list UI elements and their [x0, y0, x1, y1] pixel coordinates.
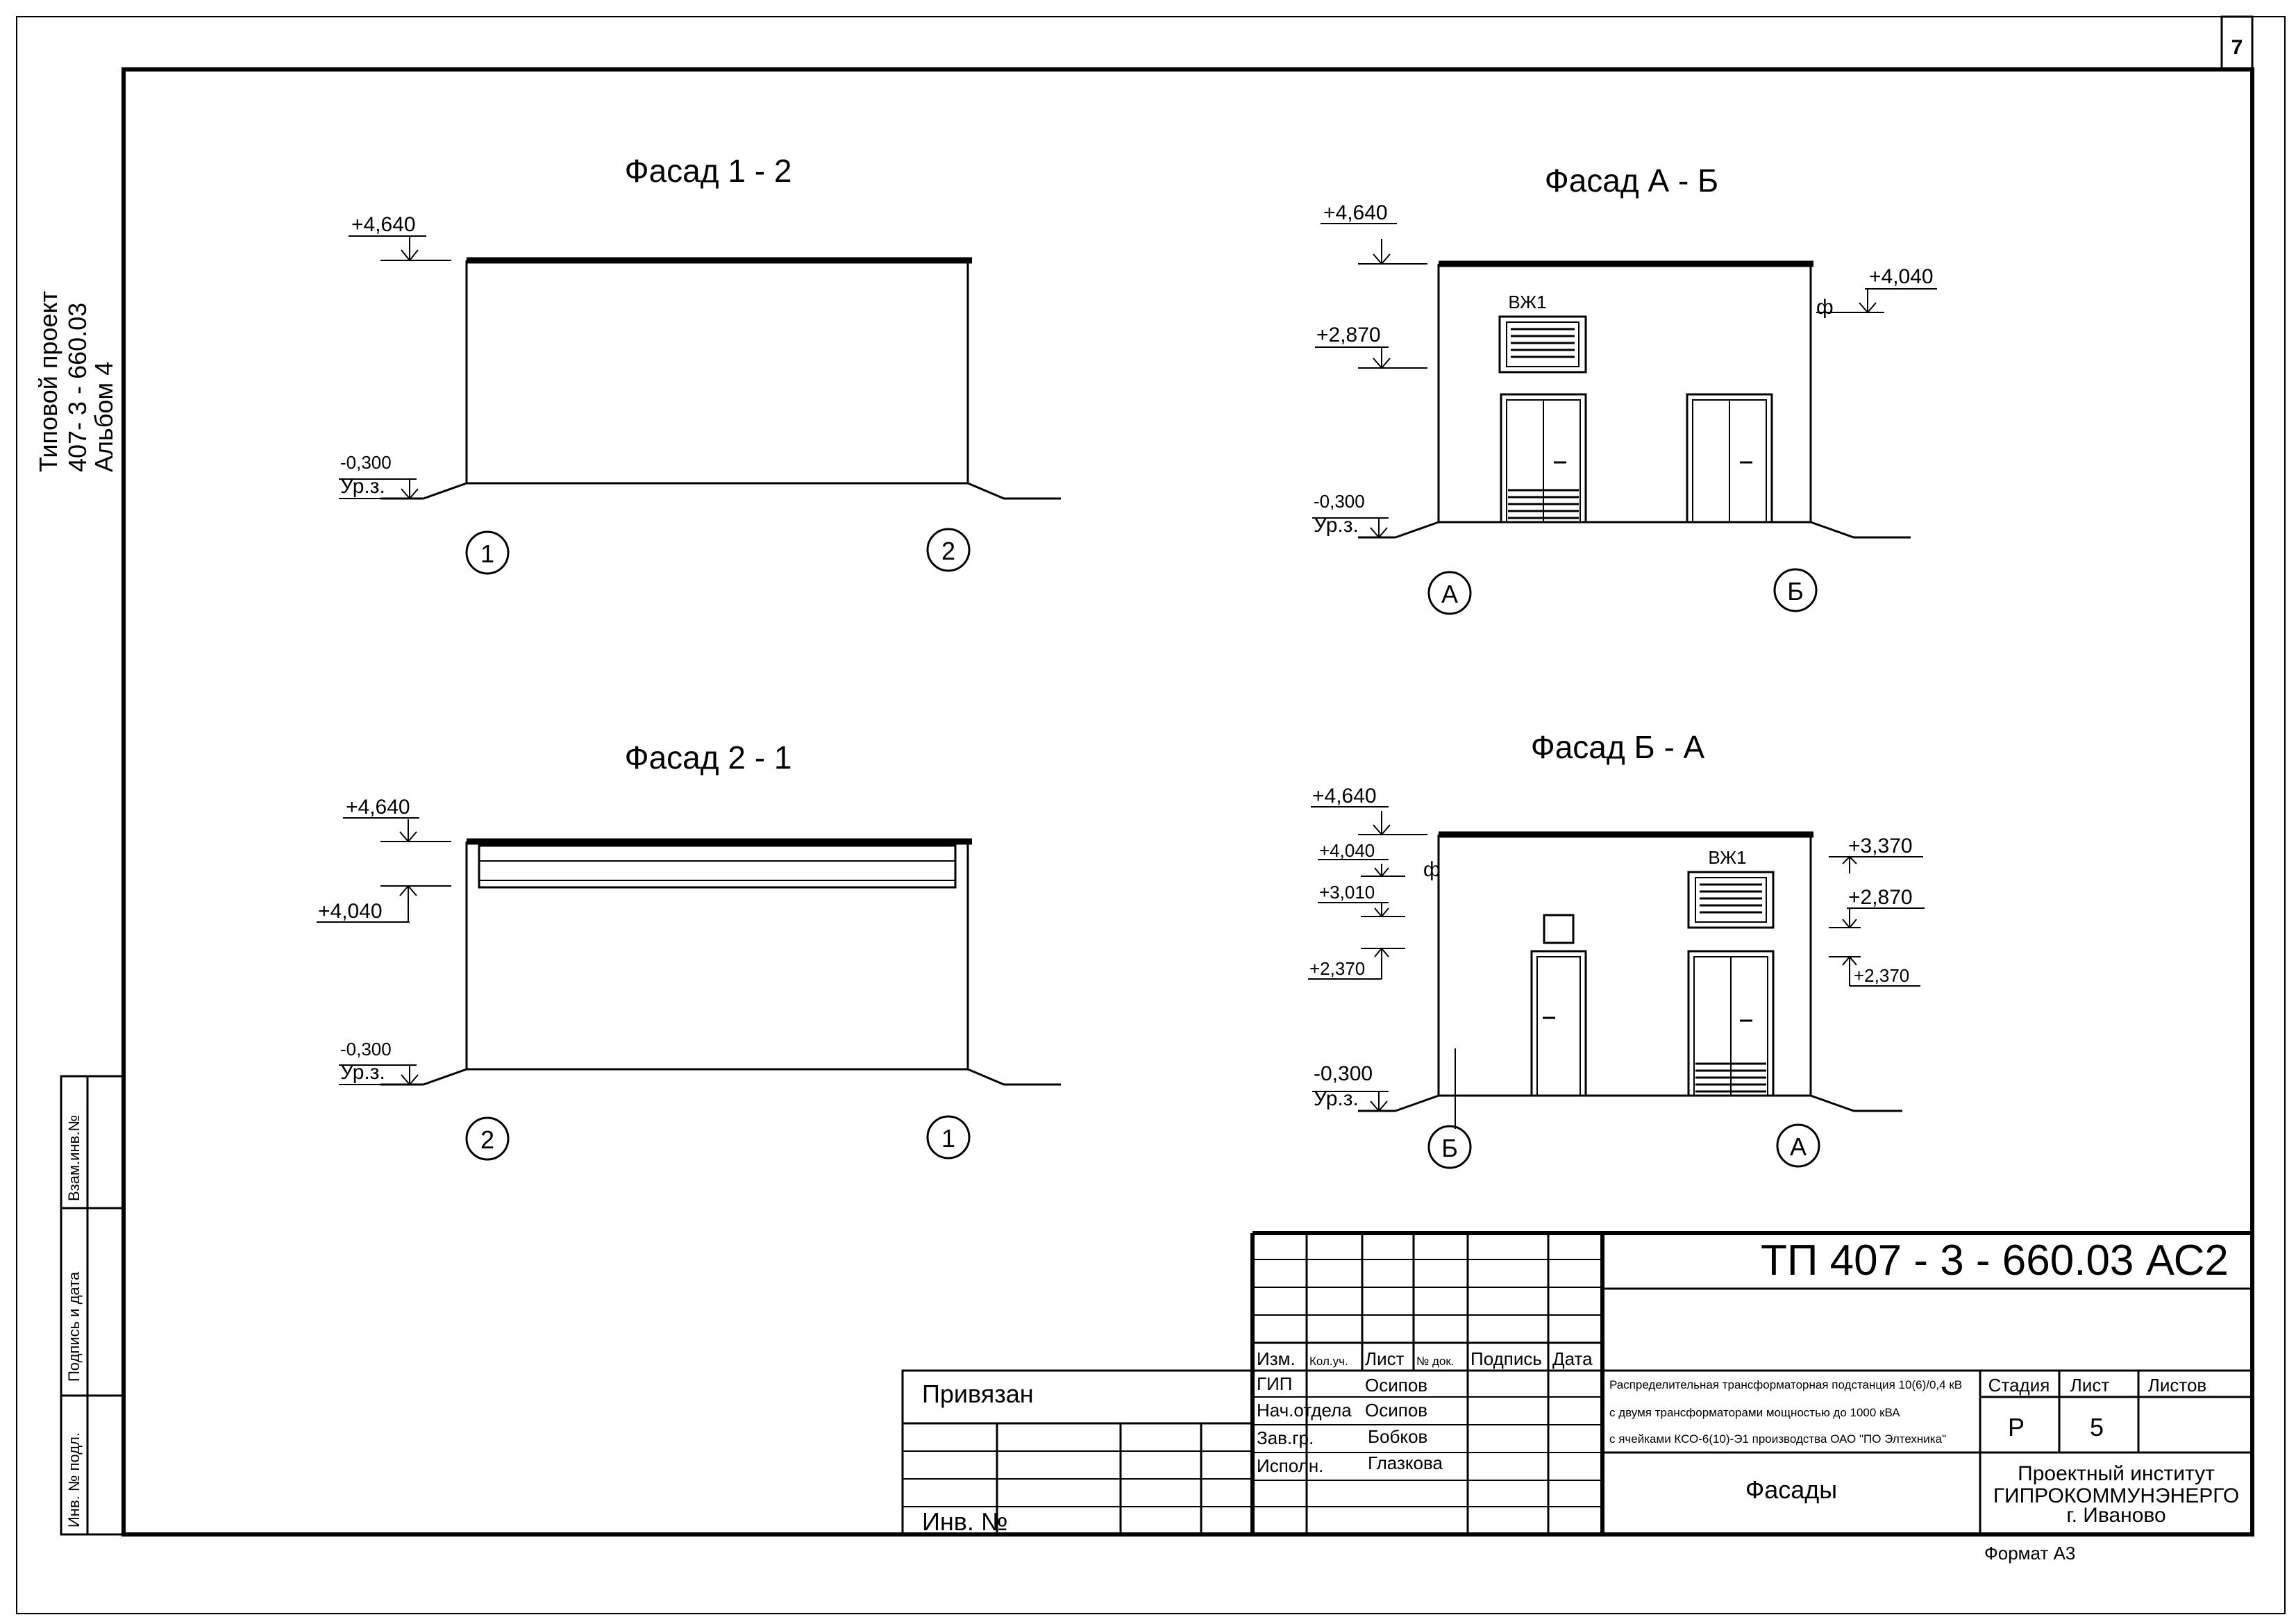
sheet-outer-border — [16, 16, 2286, 1614]
tb-col-kol: Кол.уч. — [1309, 1355, 1348, 1368]
sheet-number-box — [2220, 15, 2254, 71]
f21-grade: Ур.з. — [340, 1061, 385, 1084]
fab-vent-grille — [1498, 315, 1587, 374]
tb-org1: Проектный институт — [2018, 1462, 2215, 1485]
fab-mid-level: +2,870 — [1316, 324, 1381, 346]
tb-name-2: Бобков — [1368, 1426, 1427, 1447]
tb-col-sign: Подпись — [1470, 1348, 1542, 1369]
tb-privyazan: Привязан — [922, 1380, 1034, 1408]
tb-code: ТП 407 - 3 - 660.03 АС2 — [1761, 1237, 2229, 1284]
side-stamp-line3: Альбом 4 — [90, 362, 118, 472]
f21-axis-right: 1 — [941, 1124, 955, 1153]
tb-role-1: Нач.отдела — [1257, 1400, 1352, 1421]
f21-ground-level: -0,300 — [340, 1039, 392, 1060]
tb-org3: г. Иваново — [2066, 1504, 2165, 1527]
sheet-format: Формат А3 — [1984, 1543, 2075, 1564]
tb-list: 5 — [2090, 1413, 2104, 1441]
tb-col-izm: Изм. — [1257, 1348, 1296, 1369]
facade-a-b: Фасад А - Б ВЖ1 — [1312, 162, 1937, 615]
fba-ground-level: -0,300 — [1314, 1062, 1373, 1085]
tb-desc2: с двумя трансформаторами мощностью до 10… — [1609, 1406, 1900, 1419]
fba-l3: +3,010 — [1319, 882, 1375, 903]
facade-b-a-title: Фасад Б - А — [1531, 729, 1705, 765]
side-stamp-line2: 407- 3 - 660.03 — [63, 303, 92, 472]
fba-r2: +2,870 — [1848, 886, 1913, 909]
fba-door-left — [1530, 950, 1587, 1097]
facade-1-2: Фасад 1 - 2 +4,640 -0,300 Ур.з. 1 2 — [339, 153, 1061, 575]
tb-role-3: Исполн. — [1257, 1455, 1323, 1476]
fba-axis-right: А — [1790, 1132, 1807, 1161]
fab-axis-right: Б — [1787, 577, 1804, 605]
tb-list-header: Лист — [2070, 1375, 2110, 1396]
title-block: ТП 407 - 3 - 660.03 АС2 Привязан Инв. № … — [901, 1231, 2252, 1536]
fba-axis-left: Б — [1441, 1134, 1458, 1162]
fba-door-right — [1687, 950, 1775, 1097]
tb-name-3: Глазкова — [1368, 1453, 1443, 1473]
tb-org2: ГИПРОКОММУНЭНЕРГО — [1993, 1484, 2239, 1507]
tb-name-0: Осипов — [1365, 1375, 1427, 1396]
left-strip: Взам.инв.№ Подпись и дата Инв. № подл. — [60, 1075, 125, 1536]
fba-grade: Ур.з. — [1314, 1087, 1359, 1110]
fba-l4: +2,370 — [1309, 958, 1365, 979]
tb-desc3: с ячейками КСО-6(10)-Э1 производства ОАО… — [1609, 1432, 1946, 1446]
tb-lists-header: Листов — [2148, 1375, 2206, 1396]
fba-drain-icon: ф — [1423, 858, 1441, 881]
tb-role-0: ГИП — [1257, 1373, 1292, 1394]
fab-grade: Ур.з. — [1314, 514, 1359, 537]
facade-a-b-title: Фасад А - Б — [1545, 162, 1719, 199]
fab-axis-left: А — [1441, 580, 1458, 608]
fba-vent-grille — [1687, 871, 1775, 929]
tb-role-2: Зав.гр. — [1257, 1428, 1314, 1448]
f21-mid-level: +4,040 — [318, 900, 383, 923]
fba-l1: +4,640 — [1312, 785, 1377, 807]
side-stamp: Типовой проект 407- 3 - 660.03 Альбом 4 — [34, 291, 118, 472]
fba-vent-label: ВЖ1 — [1708, 847, 1746, 868]
tb-col-date: Дата — [1552, 1348, 1593, 1369]
f21-top-level: +4,640 — [346, 796, 410, 819]
fab-top-level: +4,640 — [1323, 201, 1388, 224]
facade-2-1: Фасад 2 - 1 +4,640 +4,040 -0,300 Ур.з. 2… — [317, 739, 1061, 1161]
f21-axis-left: 2 — [480, 1125, 494, 1154]
tb-col-doc: № док. — [1416, 1355, 1455, 1368]
facade-b-a: Фасад Б - А ВЖ1 — [1308, 729, 1925, 1169]
strip-vzam: Взам.инв.№ — [65, 1115, 83, 1201]
fba-small-window — [1543, 914, 1575, 944]
tb-desc1: Распределительная трансформаторная подст… — [1609, 1378, 1962, 1391]
tb-stage: Р — [2008, 1413, 2025, 1441]
f12-axis-left: 1 — [480, 539, 494, 568]
strip-podpis: Подпись и дата — [65, 1271, 83, 1382]
fba-l2: +4,040 — [1319, 840, 1375, 861]
fab-right-level: +4,040 — [1869, 265, 1934, 288]
sheet-number: 7 — [2231, 36, 2243, 59]
fab-vent-label: ВЖ1 — [1508, 292, 1546, 312]
fab-door-right — [1686, 393, 1773, 524]
fab-door-left — [1500, 393, 1587, 524]
fab-drain-icon: ф — [1816, 296, 1834, 319]
tb-name-1: Осипов — [1365, 1400, 1427, 1421]
f12-grade: Ур.з. — [340, 475, 385, 498]
fba-r3: +2,370 — [1854, 965, 1909, 986]
fba-r1: +3,370 — [1848, 835, 1913, 857]
fab-ground-level: -0,300 — [1314, 491, 1365, 512]
f12-ground-level: -0,300 — [340, 452, 392, 473]
tb-inv-no: Инв. № — [922, 1507, 1008, 1536]
f12-top-level: +4,640 — [351, 213, 416, 236]
tb-sheet-name: Фасады — [1745, 1475, 1837, 1504]
f12-axis-right: 2 — [941, 537, 955, 565]
side-stamp-line1: Типовой проект — [34, 291, 62, 472]
strip-inv: Инв. № подл. — [65, 1432, 83, 1527]
tb-stage-header: Стадия — [1988, 1375, 2050, 1396]
facade-2-1-title: Фасад 2 - 1 — [625, 739, 792, 776]
facade-1-2-title: Фасад 1 - 2 — [625, 153, 792, 189]
tb-col-list: Лист — [1365, 1348, 1405, 1369]
